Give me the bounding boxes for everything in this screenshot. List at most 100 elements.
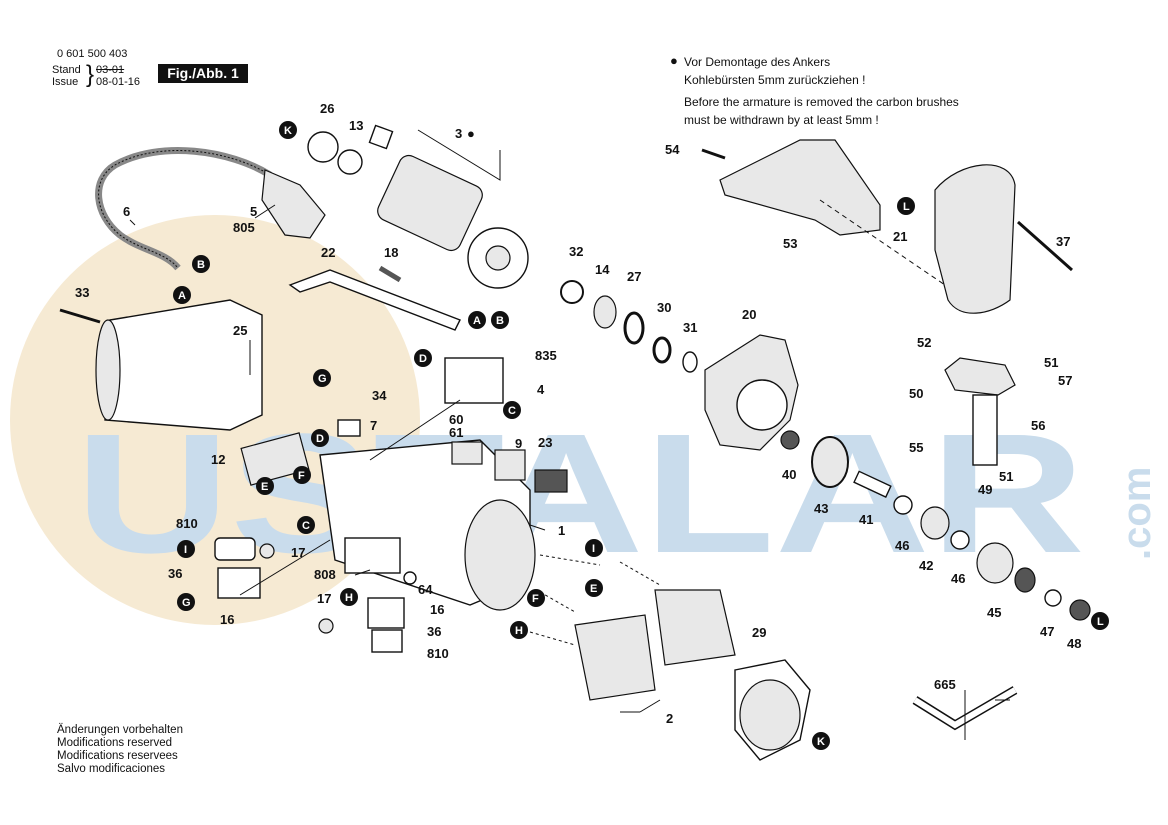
part-label: 56 [1031, 418, 1045, 433]
bearing-part [593, 295, 617, 329]
callout-letter: B [496, 315, 504, 327]
switch-part [444, 357, 504, 404]
part-label: 49 [978, 482, 992, 497]
spindle-part [853, 470, 892, 498]
callout-letter: A [178, 290, 186, 302]
washer-part [1044, 589, 1062, 607]
guard-part [719, 139, 881, 236]
callout-letter: B [197, 259, 205, 271]
part-label-suffix: ● [467, 126, 475, 141]
part-label: 37 [1056, 234, 1070, 249]
gear-part [811, 436, 849, 488]
callout-letter: G [318, 373, 327, 385]
callout-letter: H [515, 625, 523, 637]
part-label: 22 [321, 245, 335, 260]
stand-label: Stand [52, 64, 81, 76]
part-label: 2 [666, 711, 673, 726]
note-en-line2: must be withdrawn by at least 5mm ! [684, 113, 879, 127]
washer-part [682, 351, 698, 373]
part-label: 30 [657, 300, 671, 315]
callout-letter: H [345, 592, 353, 604]
bearing-part [337, 149, 363, 175]
part-label: 808 [314, 567, 336, 582]
bearing-part [780, 430, 800, 450]
part-label: 5 [250, 204, 257, 219]
part-label: 36 [427, 624, 441, 639]
brush-holder-part [217, 567, 261, 599]
ring-part [623, 311, 645, 345]
plate-part [494, 449, 526, 481]
callout-letter: K [284, 125, 292, 137]
footer-line: Modifications reserved [57, 737, 173, 749]
label-plate-part [344, 537, 401, 574]
part-number: 0 601 500 403 [57, 48, 128, 60]
power-cord-pattern [98, 150, 271, 269]
footer-line: Salvo modificaciones [57, 763, 166, 775]
callout-letter: C [508, 405, 516, 417]
part-label: 45 [987, 605, 1001, 620]
screw-part [1017, 220, 1073, 272]
part-label: 29 [752, 625, 766, 640]
issue-label: Issue [52, 76, 79, 88]
part-label: 53 [783, 236, 797, 251]
part-label: 54 [665, 142, 680, 157]
part-label: 1 [558, 523, 565, 538]
switch-rod-part [288, 269, 461, 331]
callout-letters: K B A A B D C G D F E C I G H I E F H K … [173, 121, 1109, 750]
part-label: 43 [814, 501, 828, 516]
part-label: 3 [455, 126, 462, 141]
figure-label: Fig./Abb. 1 [158, 64, 248, 83]
part-label: 21 [893, 229, 907, 244]
note-de-line1: Vor Demontage des Ankers [684, 55, 831, 69]
label-part [451, 441, 483, 465]
field-coil-part [654, 589, 736, 666]
callout-letter: I [592, 543, 595, 555]
part-label: 51 [999, 469, 1013, 484]
guard-cover-part [934, 164, 1016, 314]
part-label: 41 [859, 512, 873, 527]
brush-part [214, 537, 256, 561]
callout-letter: L [1097, 616, 1104, 628]
bearing-part [1069, 599, 1091, 621]
bearing-bush-part [976, 542, 1014, 584]
part-label: 42 [919, 558, 933, 573]
part-label: 805 [233, 220, 255, 235]
field-coil-part [574, 614, 656, 701]
circlip-part [560, 280, 584, 304]
spindle-lock-part [972, 394, 998, 466]
part-label: 46 [895, 538, 909, 553]
part-label: 33 [75, 285, 89, 300]
part-label: 26 [320, 101, 334, 116]
bracket-part [944, 357, 1016, 396]
part-label: 16 [430, 602, 444, 617]
part-label: 51 [1044, 355, 1058, 370]
switch-button-part [534, 469, 568, 493]
footer-line: Änderungen vorbehalten [57, 724, 183, 736]
part-label: 6 [123, 204, 130, 219]
flange-part [920, 506, 950, 540]
housing-shell-part [104, 299, 263, 431]
callout-letter: K [817, 736, 825, 748]
note-de-line2: Kohlebürsten 5mm zurückziehen ! [684, 73, 866, 87]
callout-letter: C [302, 520, 310, 532]
ring-part [652, 336, 672, 364]
part-label: 9 [515, 436, 522, 451]
callout-letter: F [298, 470, 305, 482]
part-label: 48 [1067, 636, 1081, 651]
washer-part [893, 495, 913, 515]
callout-letter: D [316, 433, 324, 445]
issue-date: 08-01-16 [96, 76, 141, 88]
callout-letter: G [182, 597, 191, 609]
bearing-part [307, 131, 339, 163]
callout-letter: E [261, 481, 268, 493]
part-label: 27 [627, 269, 641, 284]
footer-line: Modifications reservees [57, 750, 178, 762]
part-label: 20 [742, 307, 756, 322]
armature-part [377, 154, 483, 252]
part-label: 46 [951, 571, 965, 586]
part-label: 4 [537, 382, 545, 397]
stand-date: 03-01 [96, 64, 125, 76]
part-label: 18 [384, 245, 398, 260]
brush-part [371, 629, 403, 653]
